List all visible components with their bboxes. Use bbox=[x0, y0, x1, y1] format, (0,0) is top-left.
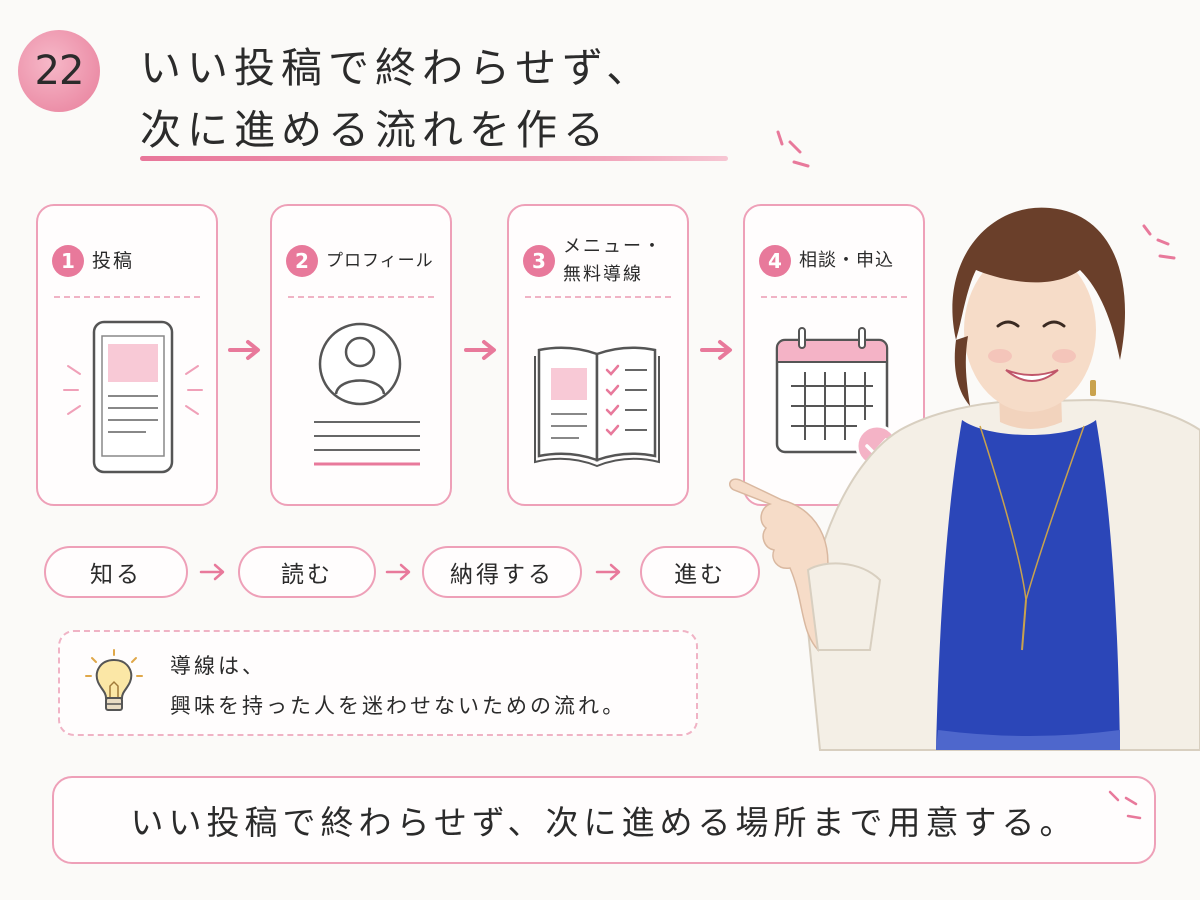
step-label: メニュー・ 無料導線 bbox=[563, 236, 663, 285]
note-text-line-2: 興味を持った人を迷わせないための流れ。 bbox=[170, 694, 627, 718]
flow-pill-convinced: 納得する bbox=[422, 546, 582, 598]
page-title-line-1: いい投稿で終わらせず、 bbox=[140, 44, 654, 92]
step-card-profile: 2 プロフィール bbox=[270, 204, 452, 506]
bottom-banner: いい投稿で終わらせず、次に進める場所まで用意する。 bbox=[52, 776, 1156, 864]
calendar-check-icon bbox=[775, 327, 899, 468]
card-divider bbox=[525, 296, 671, 298]
lightbulb-icon bbox=[85, 649, 143, 711]
step-number-badge: 3 bbox=[523, 245, 555, 277]
title-underline bbox=[140, 156, 728, 161]
step-card-menu: 3 メニュー・ 無料導線 bbox=[507, 204, 689, 506]
section-number: 22 bbox=[34, 48, 85, 94]
flow-pill-proceed: 進む bbox=[640, 546, 760, 598]
arrow-right-icon bbox=[700, 340, 732, 360]
step-label: 相談・申込 bbox=[799, 250, 894, 271]
step-number-badge: 1 bbox=[52, 245, 84, 277]
sparkle-lines-icon bbox=[1142, 224, 1176, 260]
flow-pill-read: 読む bbox=[238, 546, 376, 598]
banner-text: いい投稿で終わらせず、次に進める場所まで用意する。 bbox=[130, 803, 1078, 842]
open-book-icon bbox=[534, 346, 660, 468]
arrow-right-icon bbox=[199, 563, 225, 581]
step-label: 投稿 bbox=[92, 250, 135, 272]
sparkle-lines-icon bbox=[776, 130, 810, 168]
note-text-line-1: 導線は、 bbox=[170, 654, 266, 678]
step-number-badge: 2 bbox=[286, 245, 318, 277]
arrow-right-icon bbox=[385, 563, 411, 581]
presenter-illustration bbox=[729, 207, 1200, 751]
flow-pill-know: 知る bbox=[44, 546, 188, 598]
smartphone-icon bbox=[63, 320, 203, 474]
section-number-badge: 22 bbox=[18, 30, 100, 112]
note-box bbox=[58, 630, 698, 736]
sparkle-lines-icon bbox=[1108, 790, 1142, 820]
step-label: プロフィール bbox=[326, 251, 434, 271]
card-divider bbox=[761, 296, 907, 298]
arrow-right-icon bbox=[464, 340, 496, 360]
card-divider bbox=[54, 296, 200, 298]
page-title-line-2: 次に進める流れを作る bbox=[140, 106, 610, 154]
arrow-right-icon bbox=[228, 340, 260, 360]
step-card-post: 1 投稿 bbox=[36, 204, 218, 506]
arrow-right-icon bbox=[595, 563, 621, 581]
card-divider bbox=[288, 296, 434, 298]
profile-icon bbox=[314, 322, 420, 466]
step-number-badge: 4 bbox=[759, 245, 791, 277]
